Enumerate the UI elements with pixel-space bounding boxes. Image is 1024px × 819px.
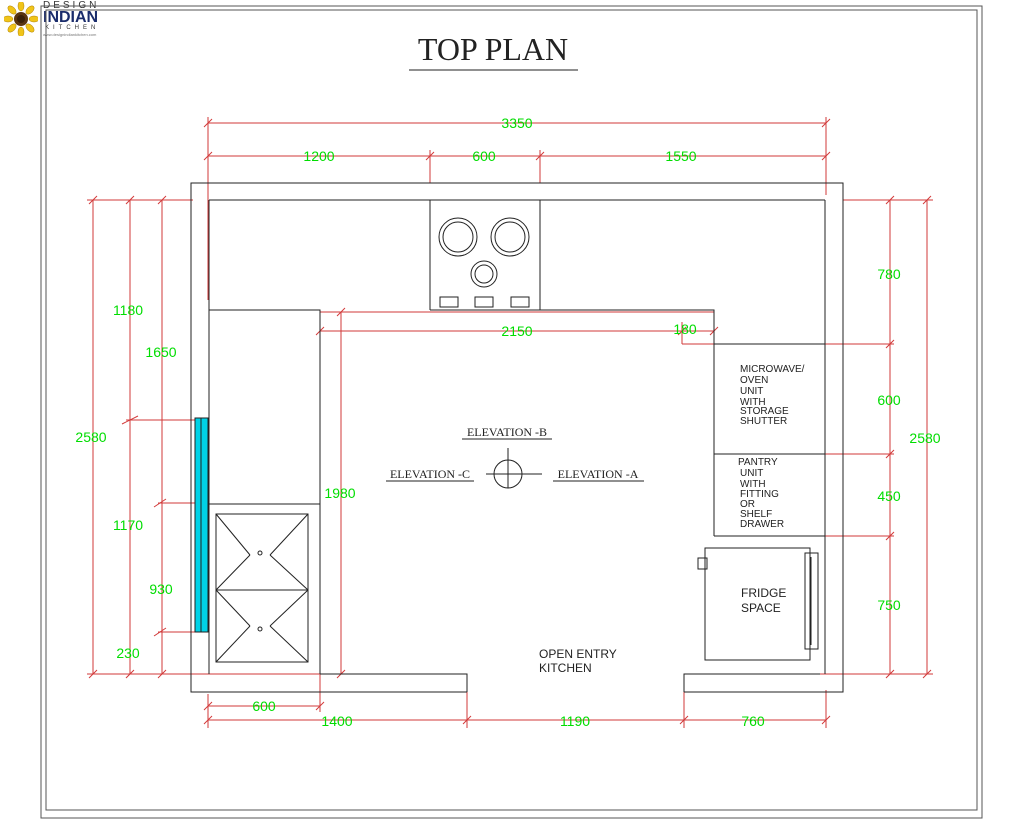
entry-line-2: KITCHEN <box>539 661 592 675</box>
fridge-line-2: SPACE <box>741 601 781 615</box>
sink-drain-bottom-icon <box>257 626 263 632</box>
fridge <box>697 547 819 661</box>
window <box>194 417 209 633</box>
dimension-labels: 3350 1200 600 1550 2150 180 2580 1180 16… <box>75 115 940 729</box>
pantry-line-7: DRAWER <box>740 519 784 530</box>
plan-title: TOP PLAN <box>418 31 568 67</box>
hob-cooktop <box>438 217 530 308</box>
double-sink <box>215 513 309 663</box>
sunflower-logo-icon <box>4 2 38 36</box>
dim-left-mid: 1170 <box>113 517 143 533</box>
pantry-unit-label: PANTRY UNIT WITH FITTING OR SHELF DRAWER <box>738 457 784 530</box>
dim-left-upper-b: 1650 <box>145 344 176 360</box>
pantry-line-1: PANTRY <box>738 457 778 468</box>
burner-right-icon <box>490 217 530 257</box>
sheet-border-outer <box>40 5 983 819</box>
microwave-line-6: SHUTTER <box>740 416 787 427</box>
dim-inner-depth: 1980 <box>324 485 355 501</box>
open-entry-label: OPEN ENTRY KITCHEN <box>539 647 617 675</box>
sink-drain-top-icon <box>257 550 263 556</box>
dim-bottom-left: 1400 <box>321 713 352 729</box>
entry-line-1: OPEN ENTRY <box>539 647 617 661</box>
burner-right-inner-icon <box>494 221 526 253</box>
brand-url: www.designindiankitchen.com <box>43 32 97 37</box>
knob-3-icon <box>510 296 530 308</box>
microwave-line-3: UNIT <box>740 386 763 397</box>
dim-right-fridge: 750 <box>877 597 901 613</box>
dim-inner-right: 180 <box>673 321 697 337</box>
elevation-c-label: ELEVATION -C <box>390 467 470 481</box>
microwave-line-2: OVEN <box>740 375 768 386</box>
sheet-border-inner <box>45 9 978 811</box>
elevation-a-label: ELEVATION -A <box>558 467 639 481</box>
dim-bottom-right: 760 <box>741 713 765 729</box>
pantry-line-6: SHELF <box>740 509 772 520</box>
fridge-line-1: FRIDGE <box>741 586 786 600</box>
dim-top-mid: 600 <box>472 148 496 164</box>
dim-top-total: 3350 <box>501 115 532 131</box>
elevation-b-label: ELEVATION -B <box>467 425 547 439</box>
pantry-line-3: WITH <box>740 479 766 490</box>
microwave-line-5: STORAGE <box>740 406 789 417</box>
dimension-lines <box>87 117 933 728</box>
dim-inner-width: 2150 <box>501 323 532 339</box>
dim-left-upper-a: 1180 <box>113 302 143 318</box>
dim-left-total: 2580 <box>75 429 106 445</box>
dim-right-top: 780 <box>877 266 901 282</box>
dim-left-sink: 930 <box>149 581 173 597</box>
dim-right-microwave: 600 <box>877 392 901 408</box>
microwave-line-1: MICROWAVE/ <box>740 364 805 375</box>
burner-left-icon <box>438 217 478 257</box>
elevation-marker-icon <box>386 438 644 489</box>
knob-1-icon <box>439 296 459 308</box>
dim-bottom-600: 600 <box>252 698 276 714</box>
brand-word-kitchen: KITCHEN <box>45 25 100 31</box>
burner-center-icon <box>470 260 498 288</box>
dim-top-left: 1200 <box>303 148 334 164</box>
pantry-line-2: UNIT <box>740 468 763 479</box>
microwave-unit-label: MICROWAVE/ OVEN UNIT WITH STORAGE SHUTTE… <box>740 364 805 427</box>
dim-right-pantry: 450 <box>877 488 901 504</box>
dim-right-total: 2580 <box>909 430 940 446</box>
fridge-space-label: FRIDGE SPACE <box>741 586 786 615</box>
dim-top-right: 1550 <box>665 148 696 164</box>
pantry-line-5: OR <box>740 499 755 510</box>
brand-word-indian: INDIAN <box>43 9 99 26</box>
microwave-line-4: WITH <box>740 397 766 408</box>
burner-center-inner-icon <box>474 264 494 284</box>
knob-2-icon <box>474 296 494 308</box>
pantry-line-4: FITTING <box>740 489 779 500</box>
dim-bottom-mid: 1190 <box>560 713 590 729</box>
walls <box>190 182 844 693</box>
dim-left-bottom: 230 <box>116 645 140 661</box>
burner-left-inner-icon <box>442 221 474 253</box>
